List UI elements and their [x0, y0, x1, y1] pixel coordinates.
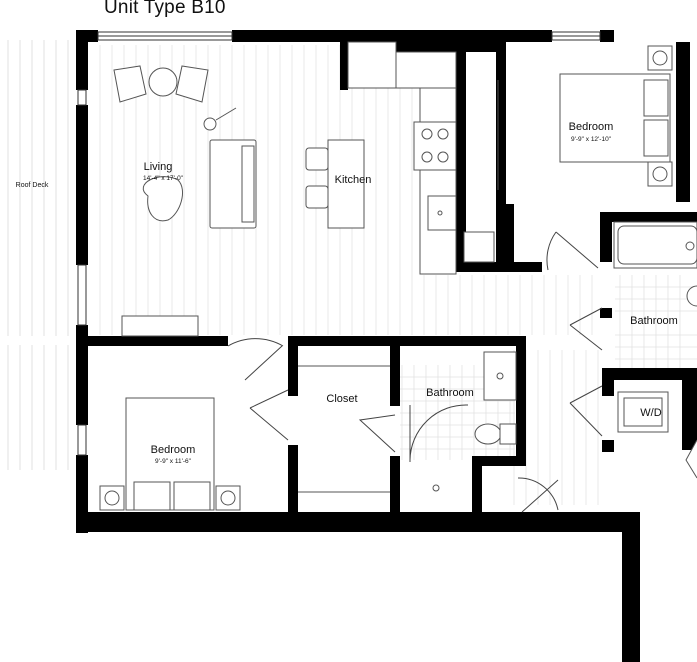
right-bath-fixtures [613, 221, 697, 479]
room-label-roof-deck: Roof Deck [15, 182, 49, 189]
room-dims-bedroom-lower: 9'-9" x 11'-6" [155, 458, 191, 465]
room-label-kitchen: Kitchen [334, 174, 372, 186]
room-label-bathroom-center: Bathroom [426, 387, 474, 399]
room-dims-living: 14'-4" x 17'-0" [143, 175, 183, 182]
roof-deck-planks [7, 40, 69, 470]
walls [76, 30, 697, 662]
closet-shelves [298, 365, 390, 493]
kitchen-fixtures [305, 41, 495, 275]
windows [77, 31, 601, 456]
room-label-bedroom-lower: Bedroom [150, 444, 196, 456]
room-label-bathroom-right: Bathroom [630, 315, 678, 327]
room-label-bedroom-upper: Bedroom [568, 121, 614, 133]
living-furniture [113, 65, 257, 337]
doors [227, 231, 603, 513]
upper-bedroom-furniture [497, 45, 673, 190]
wood-floor [99, 45, 599, 505]
lower-bedroom-furniture [99, 397, 241, 511]
center-bath-fixtures [432, 351, 517, 492]
plan-title: Unit Type B10 [104, 0, 226, 18]
room-dims-bedroom-upper: 9'-9" x 12'-10" [571, 136, 611, 143]
room-label-closet: Closet [326, 393, 358, 405]
room-label-laundry: W/D [640, 407, 662, 419]
room-label-living: Living [143, 161, 173, 173]
